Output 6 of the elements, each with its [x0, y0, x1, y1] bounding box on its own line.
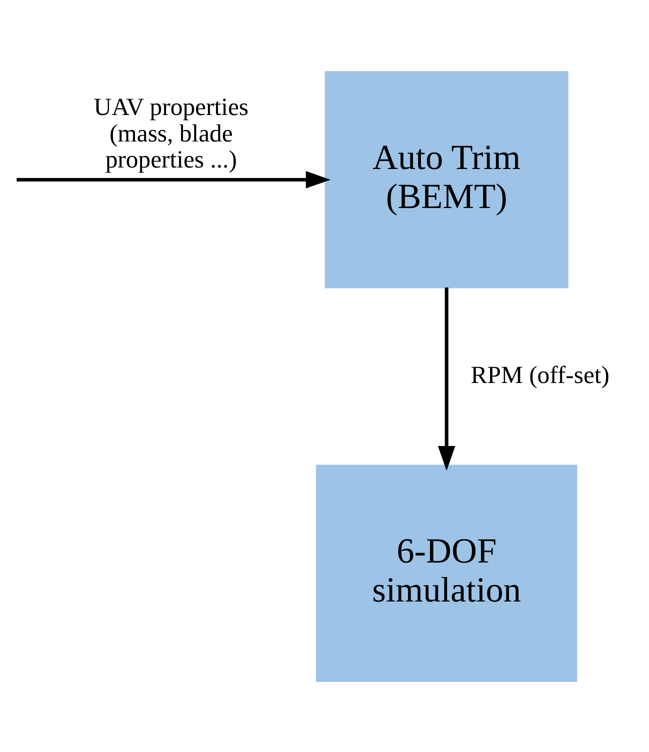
edge-label: UAV properties (mass, blade properties ...)	[94, 93, 249, 174]
node-box: 6-DOF simulation	[316, 464, 578, 682]
arrow	[16, 170, 331, 188]
arrow	[438, 287, 456, 470]
node-box: Auto Trim (BEMT)	[324, 70, 568, 288]
edge-label: RPM (off-set)	[470, 362, 610, 389]
